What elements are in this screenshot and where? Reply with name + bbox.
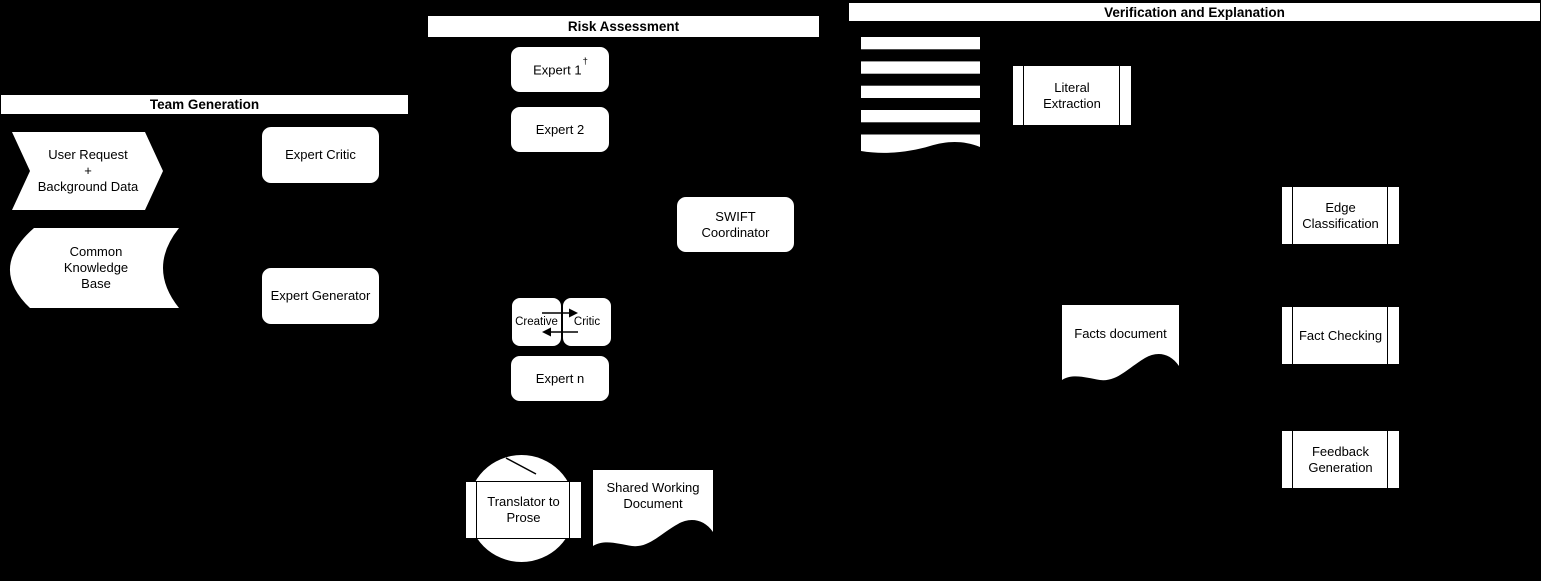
node-expert-2: Expert 2 bbox=[510, 106, 610, 153]
stored-data-shape bbox=[9, 228, 180, 308]
node-literal-extraction: Literal Extraction bbox=[1012, 65, 1132, 126]
right-bar bbox=[1387, 307, 1388, 364]
node-critic: Critic bbox=[562, 297, 612, 347]
section-header-team-generation: Team Generation bbox=[0, 94, 409, 115]
right-bar bbox=[1387, 187, 1388, 244]
creative-critic-exchange-arrows bbox=[542, 308, 578, 337]
lined-text-document-shape bbox=[861, 37, 980, 154]
node-label: Expert Generator bbox=[270, 288, 371, 304]
node-expert-1: Expert 1† bbox=[510, 46, 610, 93]
node-user-request-background-data: User Request + Background Data bbox=[10, 130, 166, 212]
left-bar bbox=[1292, 307, 1293, 364]
node-feedback-generation: Feedback Generation bbox=[1281, 430, 1400, 489]
document-shape bbox=[593, 470, 713, 547]
node-label: Expert Critic bbox=[285, 147, 356, 163]
document-shape bbox=[1062, 305, 1179, 381]
section-header-verification-and-explanation: Verification and Explanation bbox=[848, 2, 1541, 22]
node-label: User Request + Background Data bbox=[37, 147, 139, 194]
node-label: SWIFT Coordinator bbox=[701, 208, 770, 240]
chevron-arrow-shape bbox=[12, 132, 163, 210]
node-creative: Creative bbox=[511, 297, 562, 347]
node-facts-document: Facts document bbox=[1061, 304, 1180, 382]
node-label: Shared Working Document bbox=[606, 480, 700, 511]
section-header-risk-assessment: Risk Assessment bbox=[427, 15, 820, 38]
right-bar bbox=[569, 482, 570, 538]
node-expert-generator: Expert Generator bbox=[261, 267, 380, 325]
node-label: Translator to Prose bbox=[487, 494, 560, 525]
right-arrow-icon bbox=[569, 308, 578, 318]
node-label: Common Knowledge Base bbox=[63, 244, 129, 291]
left-arrow-icon bbox=[542, 327, 551, 337]
node-label: Facts document bbox=[1074, 326, 1167, 341]
node-translator-to-prose: Translator to Prose bbox=[465, 481, 582, 539]
node-fact-checking: Fact Checking bbox=[1281, 306, 1400, 365]
node-expert-n: Expert n bbox=[510, 355, 610, 402]
node-label: Expert 2 bbox=[535, 121, 585, 137]
node-label: Expert 1† bbox=[533, 56, 588, 78]
expert-1-text: Expert 1 bbox=[533, 62, 582, 78]
node-label: Feedback Generation bbox=[1308, 443, 1373, 475]
left-bar bbox=[1023, 66, 1024, 125]
left-bar bbox=[476, 482, 477, 538]
text-lines-icon bbox=[861, 37, 980, 153]
dagger-superscript: † bbox=[582, 55, 588, 67]
right-bar bbox=[1119, 66, 1120, 125]
node-shared-working-document: Shared Working Document bbox=[592, 469, 714, 548]
node-expert-critic: Expert Critic bbox=[261, 126, 380, 184]
node-label: Creative bbox=[515, 315, 558, 328]
connector-line-fragment bbox=[505, 457, 537, 475]
node-swift-coordinator: SWIFT Coordinator bbox=[676, 196, 795, 253]
left-bar bbox=[1292, 187, 1293, 244]
right-bar bbox=[1387, 431, 1388, 488]
node-label: Expert n bbox=[535, 370, 585, 386]
node-common-knowledge-base: Common Knowledge Base bbox=[0, 226, 182, 310]
node-edge-classification: Edge Classification bbox=[1281, 186, 1400, 245]
node-label: Fact Checking bbox=[1298, 327, 1383, 343]
left-bar bbox=[1292, 431, 1293, 488]
node-label: Critic bbox=[573, 315, 601, 328]
node-label: Edge Classification bbox=[1302, 199, 1379, 231]
node-label: Literal Extraction bbox=[1043, 79, 1101, 111]
